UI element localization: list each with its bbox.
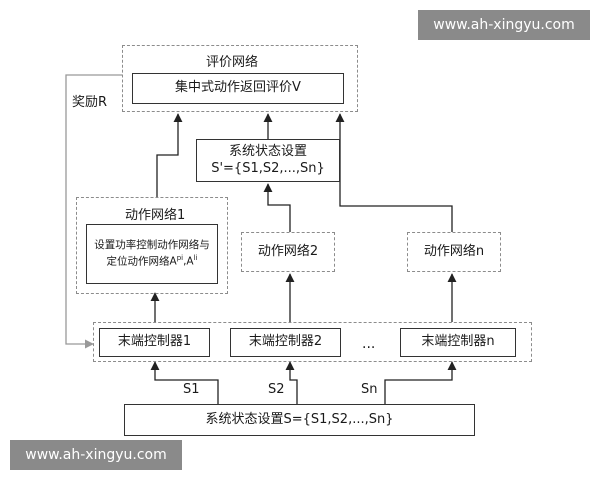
arrow-actorn-to-critic [335,113,453,232]
actor-network-1-label: 动作网络1 [125,208,186,223]
signal-label-sn: Sn [361,382,378,397]
arrow-s2-to-controller2 [285,361,298,404]
actor-network-1-inner-box: 设置功率控制动作网络与 定位动作网络Api,Ali [86,224,218,284]
controllers-group [93,322,532,362]
reward-label: 奖励R [72,95,108,110]
controller-2-box: 末端控制器2 [230,328,341,357]
watermark-bottom: www.ah-xingyu.com [10,440,182,470]
system-state-title: 系统状态设置 [228,144,307,160]
bottom-system-state-box: 系统状态设置S={S1,S2,...,Sn} [124,404,475,436]
actor1-inner-line1: 设置功率控制动作网络与 [94,239,210,252]
arrow-sn-to-controllern [384,361,457,404]
actor-network-2-box: 动作网络2 [241,232,335,272]
reward-feedback-line [65,74,122,349]
arrow-s1-to-controller1 [150,361,219,404]
system-state-set: S'={S1,S2,...,Sn} [211,160,325,176]
signal-label-s1: S1 [183,382,200,397]
actor-network-n-box: 动作网络n [407,232,501,272]
controller-1-box: 末端控制器1 [99,328,210,357]
actor1-inner-line2: 定位动作网络Api,Ali [106,254,198,268]
controllers-ellipsis: ... [362,336,376,352]
controller-n-box: 末端控制器n [400,328,516,357]
actor-network-1-group [76,197,228,294]
watermark-top: www.ah-xingyu.com [418,10,590,40]
system-state-box: 系统状态设置 S'={S1,S2,...,Sn} [196,139,340,182]
critic-network-group [122,45,358,112]
arrow-actor2-to-state [263,183,291,232]
arrow-actor1-to-critic [156,113,183,197]
signal-label-s2: S2 [268,382,285,397]
critic-network-label: 评价网络 [206,55,259,70]
centralized-critic-box: 集中式动作返回评价V [132,73,344,104]
